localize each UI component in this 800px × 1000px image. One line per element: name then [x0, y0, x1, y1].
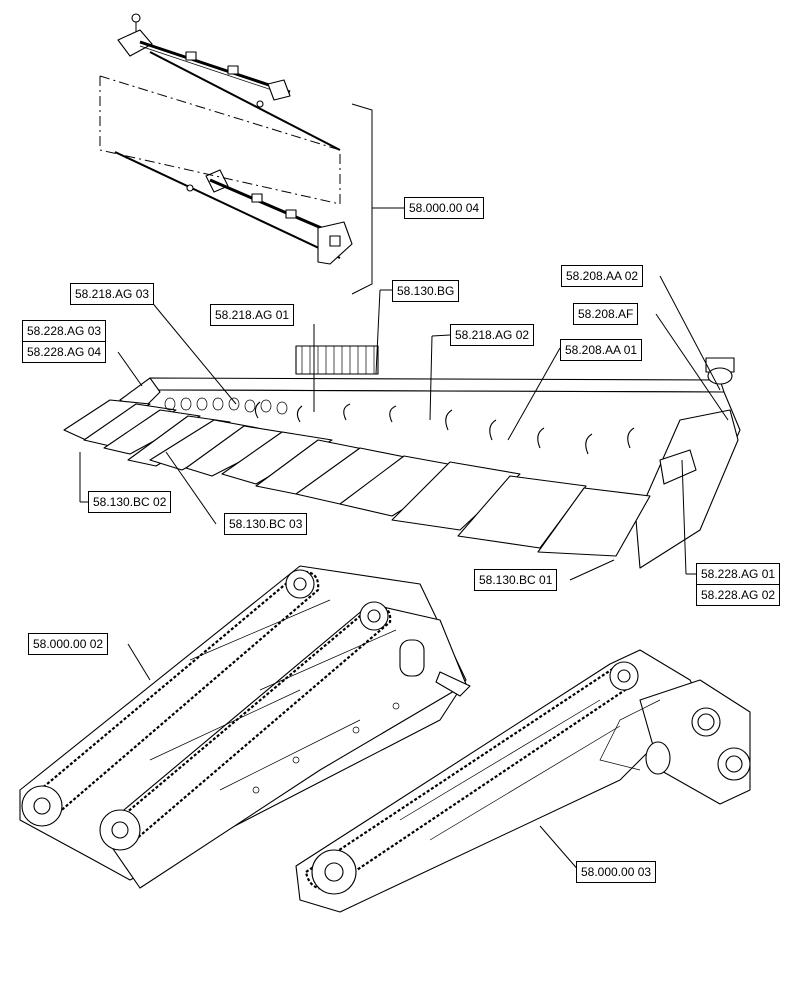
- callout-58-208-aa-01[interactable]: 58.208.AA 01: [560, 339, 643, 361]
- callout-58-218-ag-02[interactable]: 58.218.AG 02: [450, 324, 535, 346]
- row-unit-single-assembly: [295, 649, 751, 913]
- group-bracket: [351, 103, 373, 295]
- drive-shaft-assembly-lower: [114, 151, 353, 265]
- drive-shaft-assembly-upper: [117, 13, 341, 151]
- callout-58-218-ag-03[interactable]: 58.218.AG 03: [70, 283, 155, 305]
- callout-58-208-af[interactable]: 58.208.AF: [573, 303, 639, 325]
- callout-58-130-bc-01[interactable]: 58.130.BC 01: [474, 569, 558, 591]
- corn-header-body: [63, 345, 741, 569]
- callout-58-000-00-02[interactable]: 58.000.00 02: [28, 633, 109, 655]
- callout-58-130-bc-02[interactable]: 58.130.BC 02: [88, 491, 172, 513]
- callout-58-228-ag-04[interactable]: 58.228.AG 04: [22, 341, 107, 363]
- callout-58-218-ag-01[interactable]: 58.218.AG 01: [210, 304, 295, 326]
- callout-58-000-00-04[interactable]: 58.000.00 04: [404, 197, 485, 219]
- dash-dot-frame: [99, 76, 341, 205]
- leader-lines: [79, 275, 729, 873]
- callout-58-208-aa-02[interactable]: 58.208.AA 02: [561, 265, 644, 287]
- callout-58-228-ag-02[interactable]: 58.228.AG 02: [696, 584, 781, 606]
- callout-58-130-bc-03[interactable]: 58.130.BC 03: [224, 513, 308, 535]
- row-unit-pair-assembly: [19, 565, 471, 889]
- callout-58-228-ag-01[interactable]: 58.228.AG 01: [696, 563, 781, 585]
- callout-58-130-bg[interactable]: 58.130.BG: [392, 280, 460, 302]
- callout-58-000-00-03[interactable]: 58.000.00 03: [576, 861, 657, 883]
- callout-58-228-ag-03[interactable]: 58.228.AG 03: [22, 320, 107, 342]
